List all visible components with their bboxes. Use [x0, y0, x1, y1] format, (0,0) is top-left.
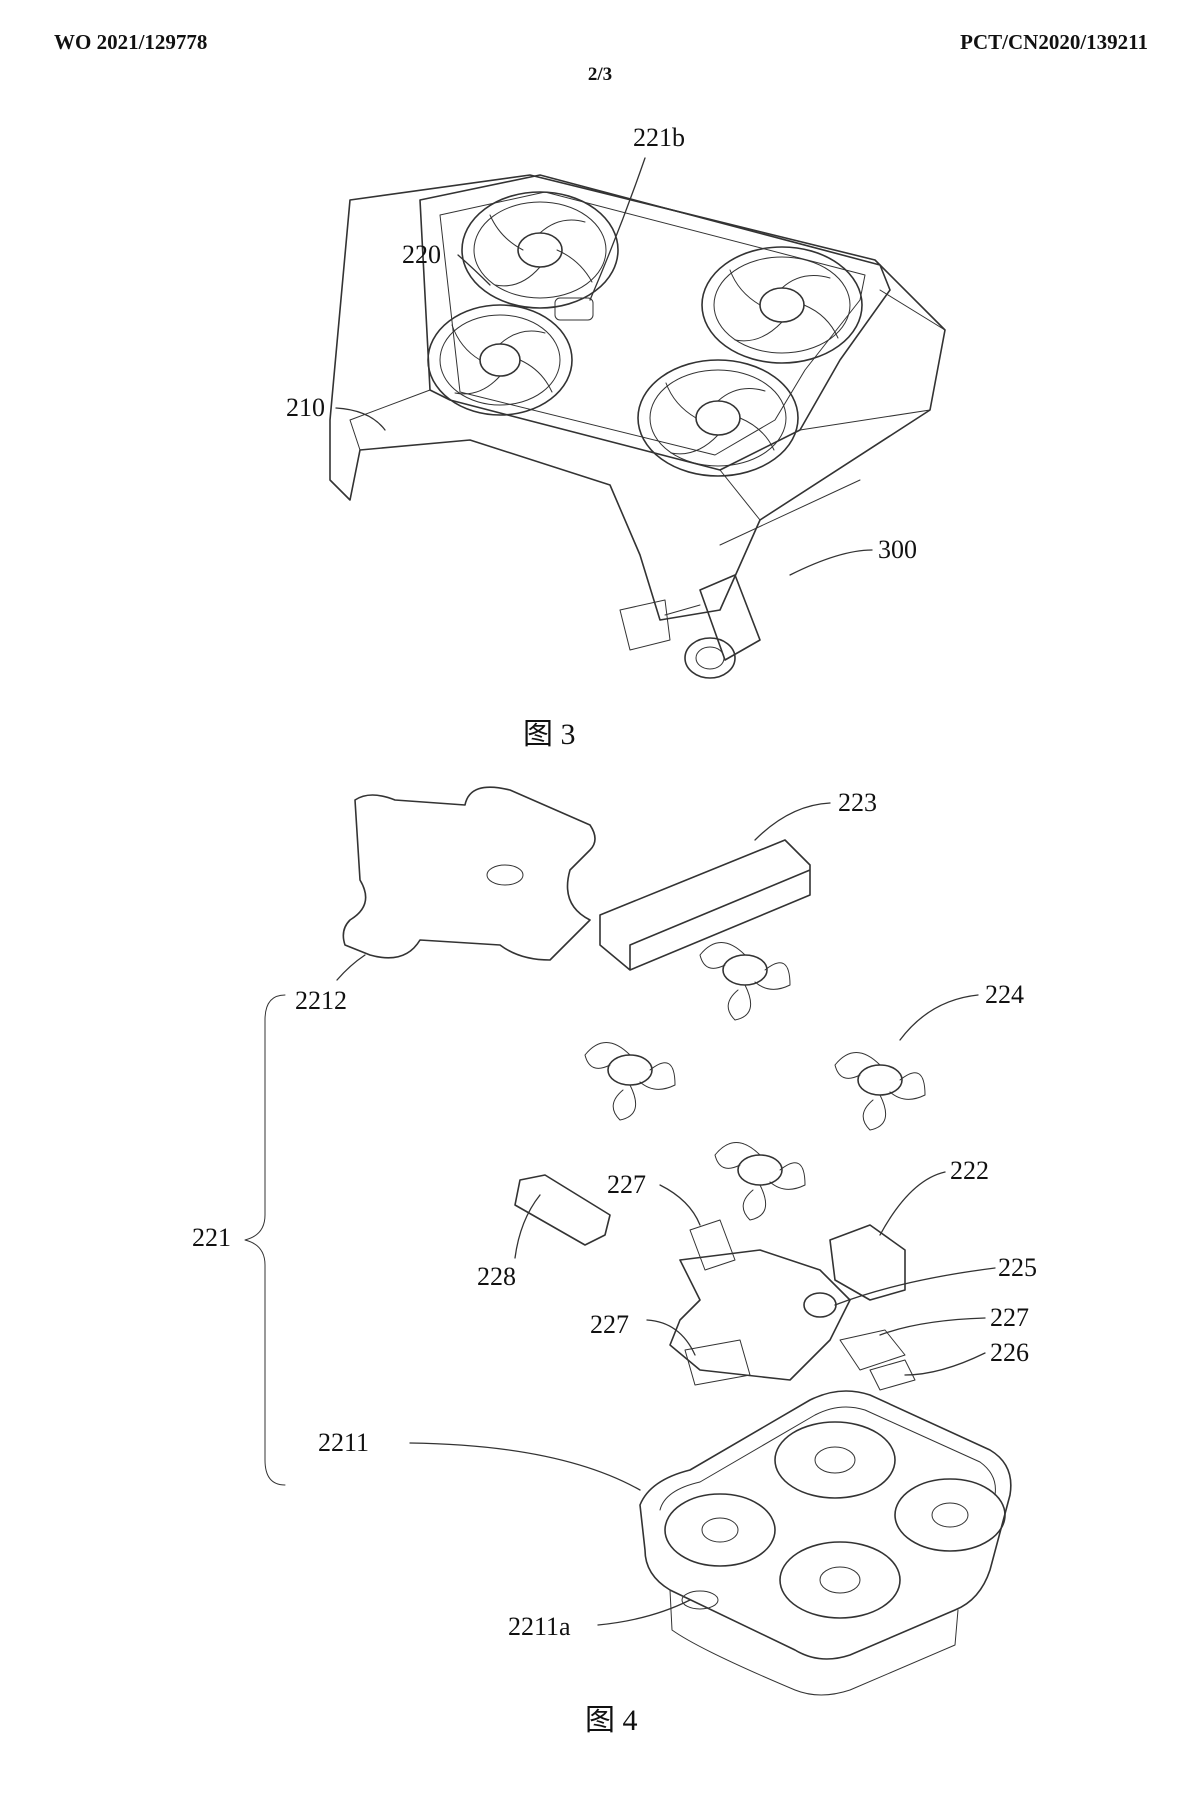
- label-228: 228: [477, 1262, 516, 1291]
- fan-bottom-right: [637, 359, 799, 477]
- leader-227-left: [646, 1319, 696, 1356]
- figure-4-caption: 图 4: [585, 1704, 638, 1737]
- leader-224: [899, 994, 979, 1041]
- leader-221b: [589, 157, 646, 301]
- figure-3-drawing: [329, 157, 946, 679]
- part-227-right: [839, 1329, 906, 1371]
- fig3-rail-right: [719, 289, 946, 546]
- fan-top-left: [461, 191, 619, 309]
- leader-223: [754, 802, 831, 841]
- label-300: 300: [878, 535, 917, 564]
- leader-225: [834, 1267, 996, 1306]
- label-2211a: 2211a: [508, 1612, 571, 1641]
- leader-226: [904, 1352, 986, 1376]
- fig3-frame-body: [329, 174, 946, 621]
- leader-300: [789, 549, 873, 576]
- part-225-motor: [803, 1292, 837, 1318]
- sheet-number: 2/3: [587, 64, 613, 85]
- part-228: [514, 1174, 611, 1246]
- part-2211-frame: [639, 1390, 1012, 1696]
- leader-222: [879, 1171, 946, 1236]
- label-225: 225: [998, 1253, 1037, 1282]
- fig3-small-part: [554, 297, 594, 321]
- part-227-upper: [689, 1219, 736, 1271]
- application-number: PCT/CN2020/139211: [960, 30, 1148, 54]
- label-227-left: 227: [590, 1310, 629, 1339]
- figure-3-caption: 图 3: [523, 718, 576, 751]
- label-224: 224: [985, 980, 1024, 1009]
- fig3-cover-outline: [419, 174, 891, 471]
- leader-228: [514, 1194, 541, 1259]
- part-225-board: [669, 1249, 851, 1381]
- part-227-left: [684, 1339, 751, 1386]
- leader-210: [335, 407, 386, 431]
- fan-top-right: [701, 246, 863, 364]
- leader-2211a: [597, 1599, 691, 1626]
- label-2211: 2211: [318, 1428, 370, 1457]
- part-2212-plate: [342, 786, 596, 961]
- label-221b: 221b: [633, 123, 685, 152]
- leader-227-right: [879, 1317, 986, 1336]
- part-2212-hole: [486, 864, 524, 886]
- label-223: 223: [838, 788, 877, 817]
- part-226: [869, 1359, 916, 1391]
- leader-220: [457, 254, 491, 286]
- label-227-upper: 227: [607, 1170, 646, 1199]
- label-227-right: 227: [990, 1303, 1029, 1332]
- part-222: [829, 1224, 906, 1301]
- label-222: 222: [950, 1156, 989, 1185]
- fig3-motor: [619, 574, 761, 679]
- fig3-rail-left: [349, 389, 431, 501]
- brace-221: [244, 994, 286, 1486]
- publication-number: WO 2021/129778: [54, 30, 208, 54]
- label-2212: 2212: [295, 986, 347, 1015]
- leader-227-upper: [659, 1184, 701, 1226]
- fan-bottom-left: [427, 304, 573, 416]
- leader-2212: [336, 954, 366, 981]
- label-226: 226: [990, 1338, 1029, 1367]
- leader-2211: [409, 1442, 641, 1491]
- part-223-battery: [599, 839, 811, 971]
- label-221: 221: [192, 1223, 231, 1252]
- label-210: 210: [286, 393, 325, 422]
- part-224-propellers: [584, 942, 926, 1221]
- figure-4-drawing: [244, 786, 1012, 1696]
- label-220: 220: [402, 240, 441, 269]
- fig3-cover-inner: [439, 191, 866, 456]
